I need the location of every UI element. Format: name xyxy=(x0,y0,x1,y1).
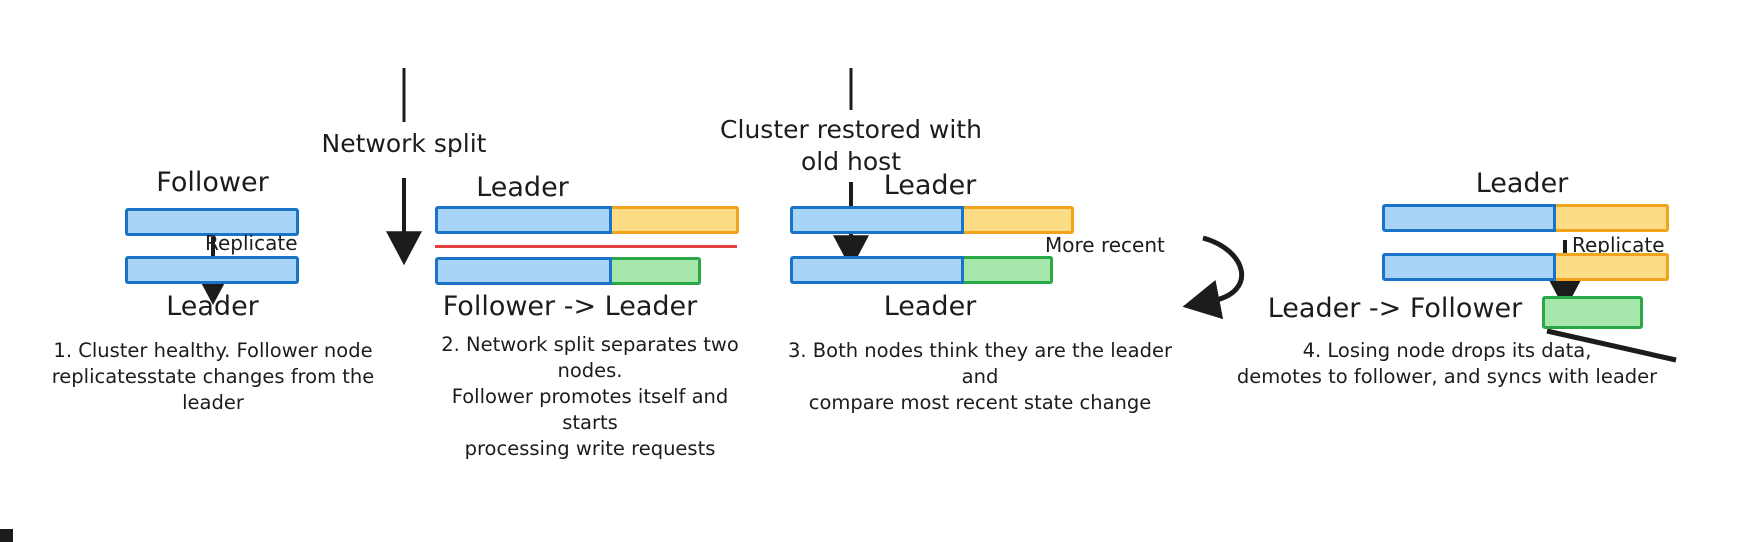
panel-3-bottom-bar-segment-blue xyxy=(790,256,964,284)
panel-2-bottom-bar-segment-green xyxy=(612,257,701,285)
panel-3-more-recent-label: More recent xyxy=(1045,233,1165,257)
panel-1-caption-line-2: replicatesstate changes from the leader xyxy=(51,364,375,414)
panel-1-bottom-bar-segment-blue xyxy=(125,256,299,284)
panel-2-caption-line-3: processing write requests xyxy=(464,436,716,460)
panel-2-split-line xyxy=(435,245,737,248)
panel-3-caption: 3. Both nodes think they are the leader … xyxy=(770,338,1190,416)
panel-1-bottom-bar xyxy=(125,256,299,284)
panel-4-bottom-bar-segment-orange xyxy=(1556,253,1669,281)
panel-4-caption-line-1: 4. Losing node drops its data, xyxy=(1302,339,1592,362)
panel-1-caption: 1. Cluster healthy. Follower node replic… xyxy=(28,338,398,416)
panel-1-top-bar xyxy=(125,208,299,236)
transition-label-cluster-restored-line1: Cluster restored with xyxy=(720,115,982,144)
transition-label-network-split-text: Network split xyxy=(321,129,487,158)
panel-4-top-node-label: Leader xyxy=(1475,168,1569,199)
panel-1-bottom-node-label: Leader xyxy=(166,291,259,322)
panel-3-caption-line-2: compare most recent state change xyxy=(808,390,1152,414)
panel-4-bottom-bar xyxy=(1382,253,1669,281)
panel-4-top-bar-segment-blue xyxy=(1382,204,1556,232)
panel-3-bottom-node-label: Leader xyxy=(883,291,977,322)
panel-3-both-leaders: Leader More recent Leader 3. Both nodes … xyxy=(780,0,1172,542)
panel-2-bottom-node-label: Follower -> Leader xyxy=(442,291,698,322)
panel-2-caption-line-2: Follower promotes itself and starts xyxy=(451,384,729,434)
panel-1-cluster-healthy: Follower Replicate Leader 1. Cluster hea… xyxy=(0,0,430,542)
panel-4-top-bar xyxy=(1382,204,1669,232)
panel-2-bottom-bar xyxy=(435,257,701,285)
panel-4-caption-line-2: demotes to follower, and syncs with lead… xyxy=(1236,364,1658,388)
panel-2-top-node-label: Leader xyxy=(476,172,569,203)
panel-3-top-node-label: Leader xyxy=(883,170,977,201)
transition-label-cluster-restored: Cluster restored with old host xyxy=(701,114,1001,178)
panel-2-caption-line-1: 2. Network split separates two nodes. xyxy=(441,333,739,382)
panel-3-top-bar-segment-blue xyxy=(790,206,964,234)
panel-2-top-bar-segment-blue xyxy=(435,206,612,234)
panel-3-top-bar-segment-orange xyxy=(964,206,1074,234)
panel-4-bottom-node-label: Leader -> Follower xyxy=(1267,293,1523,324)
panel-3-top-bar xyxy=(790,206,1074,234)
panel-2-caption: 2. Network split separates two nodes. Fo… xyxy=(425,332,755,462)
panel-3-caption-line-1: 3. Both nodes think they are the leader … xyxy=(787,339,1173,388)
panel-2-bottom-bar-segment-blue xyxy=(435,257,612,285)
panel-3-bottom-bar-segment-green xyxy=(964,256,1053,284)
panel-3-bottom-bar xyxy=(790,256,1053,284)
panel-4-bottom-bar-segment-blue xyxy=(1382,253,1556,281)
panel-1-caption-line-1: 1. Cluster healthy. Follower node xyxy=(53,339,373,362)
transition-label-network-split: Network split xyxy=(284,128,524,160)
panel-2-network-split: Leader Follower -> Leader 2. Network spl… xyxy=(430,0,780,542)
panel-4-top-bar-segment-orange xyxy=(1556,204,1669,232)
transition-label-cluster-restored-line2: old host xyxy=(800,147,902,176)
panel-2-top-bar xyxy=(435,206,739,234)
panel-2-top-bar-segment-orange xyxy=(612,206,739,234)
panel-4-discarded-data-block xyxy=(1542,296,1643,329)
panel-4-resync: Leader Replicate Leader -> Follower 4. L… xyxy=(1150,0,1754,542)
panel-1-top-bar-segment-blue xyxy=(125,208,299,236)
corner-mark xyxy=(0,529,13,542)
panel-1-replicate-label: Replicate xyxy=(205,231,298,255)
panel-4-caption: 4. Losing node drops its data, demotes t… xyxy=(1145,338,1749,390)
panel-1-top-node-label: Follower xyxy=(156,167,269,198)
